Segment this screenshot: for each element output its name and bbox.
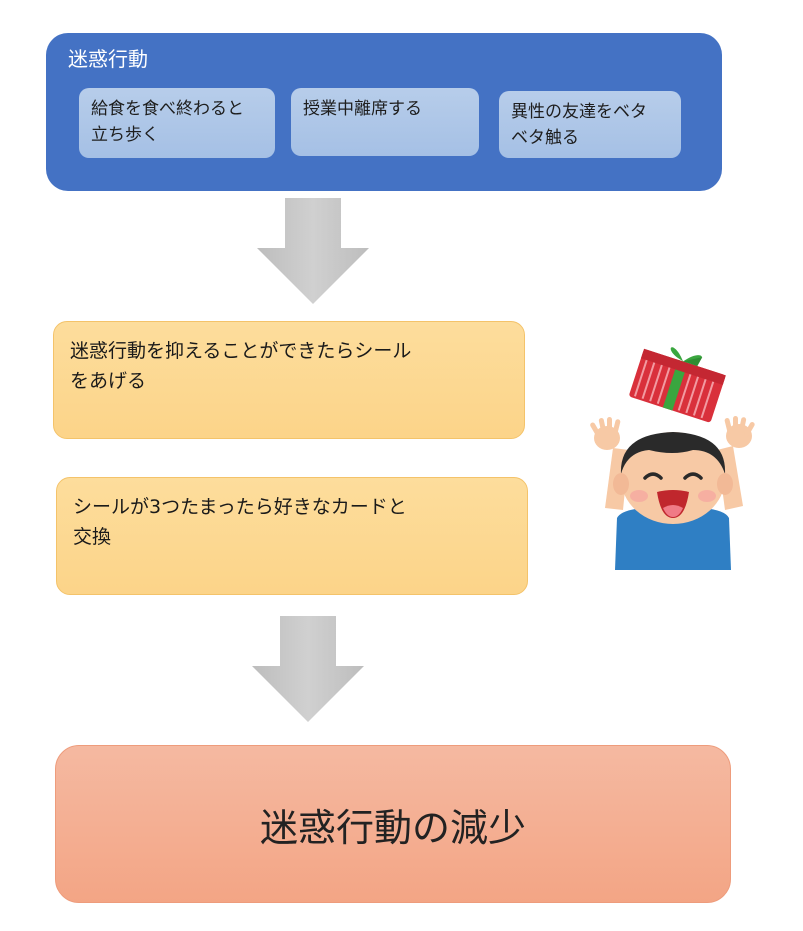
child-with-gift-illustration bbox=[590, 347, 755, 570]
step-line1: 迷惑行動を抑えることができたらシール bbox=[70, 340, 412, 362]
reward-step-sticker: 迷惑行動を抑えることができたらシール をあげる bbox=[53, 321, 525, 439]
behavior-item-line1: 授業中離席する bbox=[303, 99, 422, 119]
step-line2: 交換 bbox=[73, 526, 112, 548]
behavior-item-line1: 給食を食べ終わると bbox=[91, 99, 244, 119]
result-box: 迷惑行動の減少 bbox=[55, 745, 731, 903]
behavior-item-line2: 立ち歩く bbox=[91, 125, 159, 145]
step-line2: をあげる bbox=[70, 370, 147, 392]
down-arrow-icon bbox=[252, 616, 364, 722]
behavior-item-leaving-seat: 授業中離席する bbox=[291, 88, 479, 156]
step-line1: シールが3つたまったら好きなカードと bbox=[73, 496, 407, 518]
gift-icon bbox=[629, 347, 726, 423]
behavior-item-line1: 異性の友達をベタ bbox=[511, 102, 647, 122]
group-title: 迷惑行動 bbox=[68, 47, 148, 71]
reward-step-exchange: シールが3つたまったら好きなカードと 交換 bbox=[56, 477, 528, 595]
behavior-item-wandering: 給食を食べ終わると 立ち歩く bbox=[79, 88, 275, 158]
behavior-item-touching-friends: 異性の友達をベタ ベタ触る bbox=[499, 91, 681, 158]
down-arrow-icon bbox=[257, 198, 369, 304]
behavior-item-line2: ベタ触る bbox=[511, 128, 579, 148]
result-label: 迷惑行動の減少 bbox=[259, 805, 526, 850]
